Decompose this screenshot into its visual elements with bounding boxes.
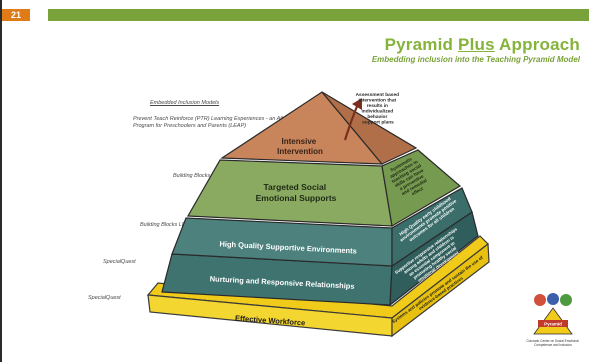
logo-ribbon	[538, 320, 568, 327]
models-heading: Embedded Inclusion Models	[150, 100, 220, 106]
label-intensive: Intensive Intervention	[277, 137, 323, 156]
tier-intensive-side	[321, 91, 418, 165]
logo-figure-left-icon	[534, 294, 546, 306]
header-green-strip	[48, 9, 589, 21]
note-ptr-leap: Prevent Teach Reinforce (PTR) Learning E…	[133, 116, 303, 129]
apex-arrowhead	[352, 98, 362, 110]
tier-environments-side	[391, 187, 473, 268]
title-word-plus: Plus	[458, 35, 495, 54]
logo: Pyramid Colorado Center on Social Emotio…	[526, 293, 579, 347]
logo-figure-center-icon	[547, 293, 559, 305]
logo-caption: Colorado Center on Social Emotional Comp…	[526, 339, 579, 347]
tier-targeted-side	[381, 149, 462, 227]
logo-ribbon-text: Pyramid	[544, 322, 562, 327]
header-bar: 21	[2, 9, 589, 21]
side-note-top: Assessment based intervention that resul…	[356, 92, 401, 126]
note-specialquest-2: SpecialQuest	[88, 295, 121, 301]
note-building-blocks-1: Building Blocks LEAP	[173, 173, 226, 179]
title-word-approach: Approach	[499, 35, 580, 54]
slide-subtitle: Embedding inclusion into the Teaching Py…	[371, 55, 580, 64]
title-word-pyramid: Pyramid	[384, 35, 454, 54]
left-border	[0, 0, 2, 362]
label-targeted: Targeted Social Emotional Supports	[256, 182, 337, 203]
side-note-targeted: Systematic approaches to teaching social…	[386, 153, 434, 202]
note-specialquest-1: SpecialQuest	[103, 259, 136, 265]
slide-number: 21	[2, 9, 30, 21]
logo-figure-right-icon	[560, 294, 572, 306]
slide-title: Pyramid Plus Approach	[260, 35, 580, 55]
workforce-base-right	[391, 242, 490, 338]
note-building-blocks-2: Building Blocks LEAP	[140, 222, 193, 228]
